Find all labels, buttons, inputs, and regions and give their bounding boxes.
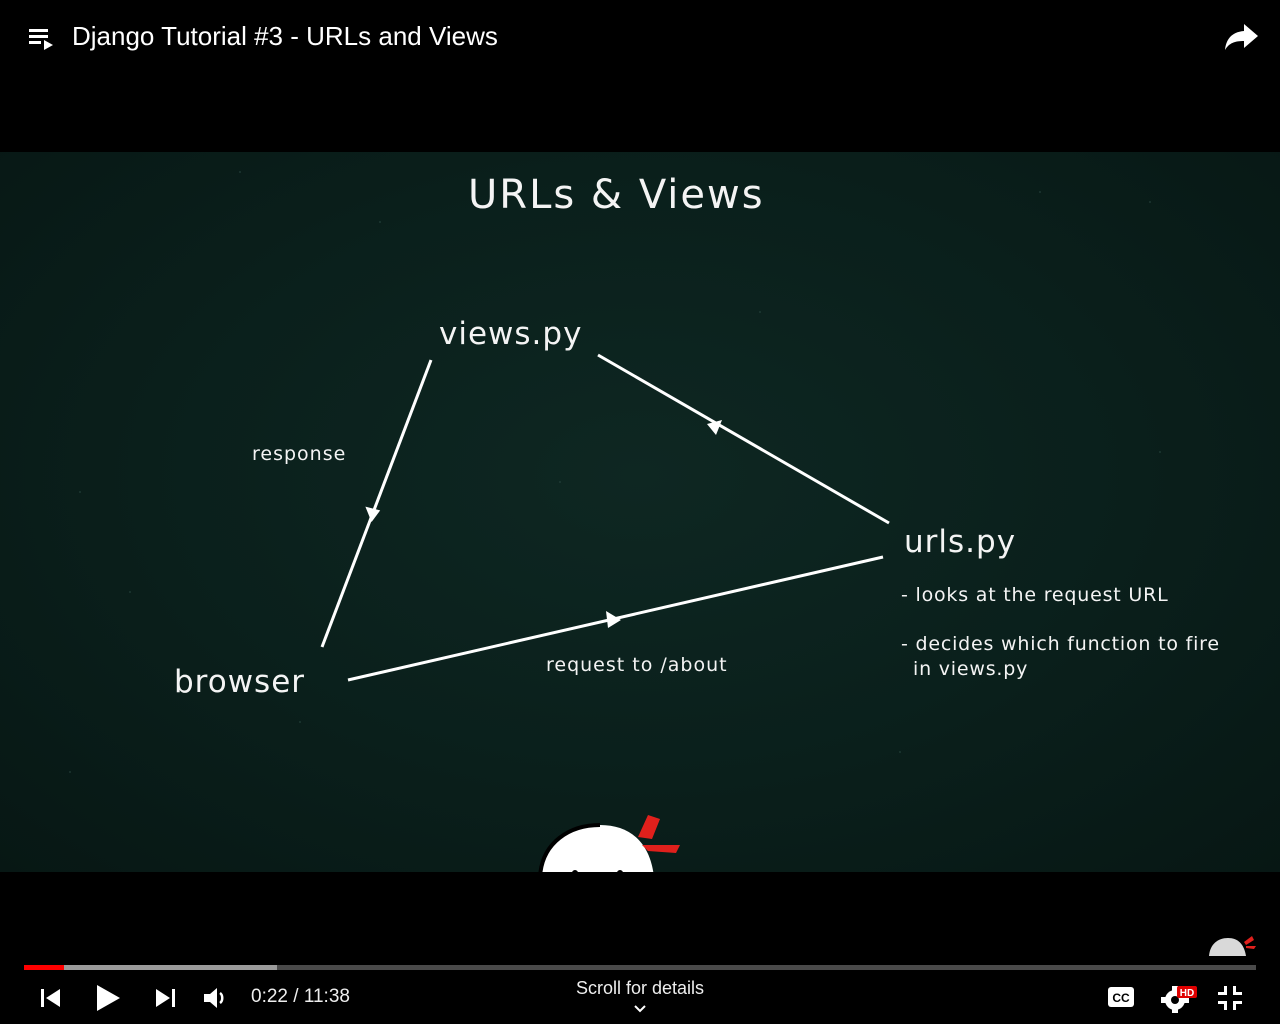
video-frame[interactable]: URLs & Views views.py urls.py browser re… (0, 152, 1280, 872)
hd-badge: HD (1180, 988, 1194, 999)
svg-text:CC: CC (1112, 991, 1130, 1005)
exit-fullscreen-icon[interactable] (1216, 984, 1244, 1012)
ninja-logo-icon (538, 815, 680, 872)
time-display: 0:22 / 11:38 (251, 986, 350, 1007)
share-arrow-icon[interactable] (1222, 20, 1260, 54)
diagram-arrows (69, 171, 1161, 773)
scroll-for-details[interactable]: Scroll for details (575, 978, 705, 998)
urls-note-line-1: - looks at the request URL (901, 584, 1169, 606)
video-title[interactable]: Django Tutorial #3 - URLs and Views (72, 21, 498, 51)
volume-icon[interactable] (201, 984, 229, 1012)
progress-buffered (24, 965, 277, 970)
urls-note-line-2: - decides which function to fire (901, 633, 1220, 655)
channel-watermark-icon[interactable] (1206, 932, 1256, 956)
player-controls: 0:22 / 11:38 Scroll for details CC HD (0, 872, 1280, 1024)
views-node-label: views.py (439, 316, 583, 352)
progress-bar[interactable] (24, 965, 1256, 970)
chevron-down-icon[interactable] (632, 1004, 648, 1014)
progress-played (24, 965, 65, 970)
browser-node-label: browser (174, 664, 306, 700)
closed-captions-icon[interactable]: CC (1106, 985, 1136, 1009)
settings-gear-icon[interactable]: HD (1160, 982, 1200, 1014)
playlist-icon[interactable] (26, 24, 56, 54)
skip-next-icon[interactable] (152, 986, 178, 1010)
response-edge-label: response (252, 443, 347, 465)
urls-note-line-3: in views.py (913, 658, 1029, 680)
slide-title: URLs & Views (468, 172, 765, 218)
request-edge-label: request to /about (546, 654, 728, 676)
play-icon[interactable] (94, 983, 122, 1013)
urls-node-label: urls.py (904, 524, 1017, 560)
video-top-bar: Django Tutorial #3 - URLs and Views (0, 0, 1280, 72)
skip-previous-icon[interactable] (38, 986, 64, 1010)
